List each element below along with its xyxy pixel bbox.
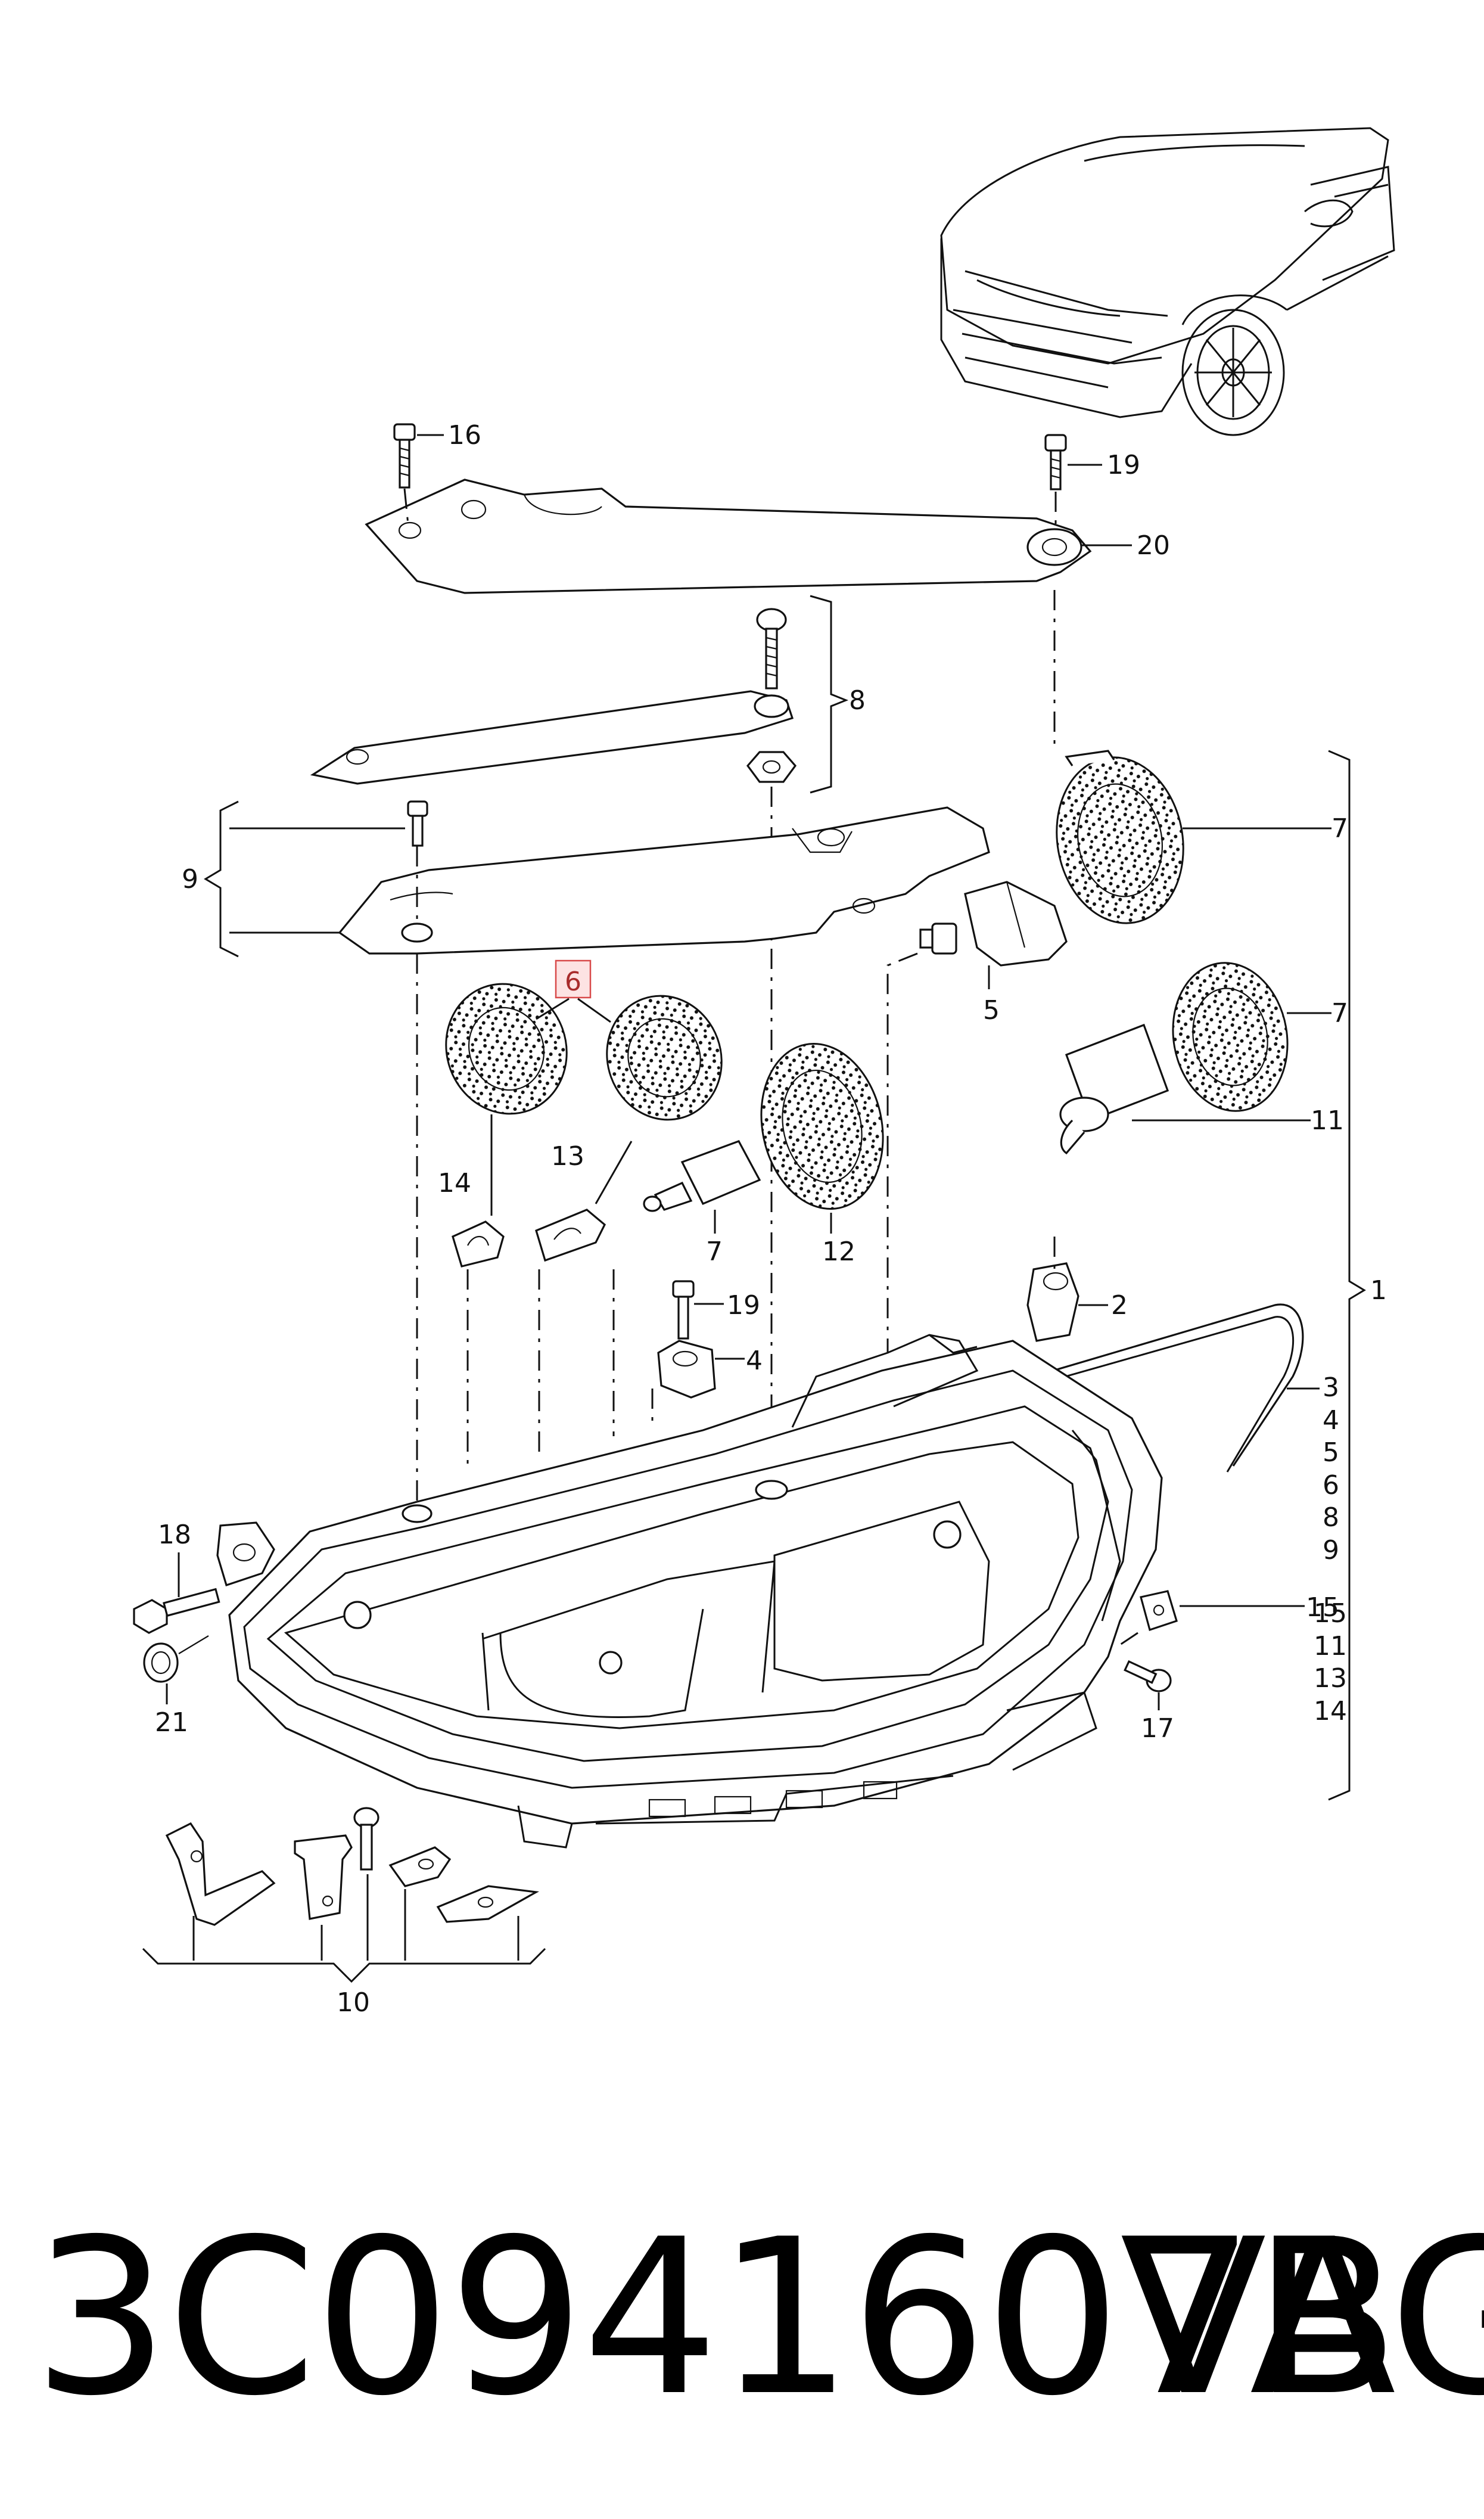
callout-8: 8 [849, 685, 866, 716]
headlamp-housing-1 [228, 1334, 1163, 1849]
callout-21: 21 [155, 1707, 188, 1738]
list-item: 8 [1323, 1502, 1339, 1533]
cap-7-upper [1056, 750, 1184, 924]
callout-15: 15 [1306, 1592, 1339, 1623]
callout-13: 7 [706, 1237, 723, 1267]
clip-15-icon [1140, 1590, 1178, 1632]
bulb-14-icon [535, 1209, 606, 1262]
bulb-11-icon [452, 1220, 505, 1268]
callout-20: 20 [1137, 530, 1170, 561]
screw-17-icon [1124, 1660, 1172, 1692]
callout-12: 11 [1311, 1105, 1344, 1136]
callout-19-lower: 19 [727, 1290, 760, 1321]
list-item: 15 [1314, 1598, 1347, 1629]
list-item: 4 [1323, 1405, 1339, 1436]
bracket-number-list: 3 4 5 6 8 9 15 11 13 14 [1314, 1372, 1347, 1726]
callout-6-highlight[interactable] [555, 959, 592, 999]
callout-9: 9 [182, 864, 198, 894]
callout-10: 10 [337, 1987, 370, 2018]
cap-6-right [606, 995, 723, 1121]
list-item: 5 [1323, 1437, 1339, 1468]
cap-6-left [445, 983, 568, 1115]
list-item: 14 [1314, 1696, 1347, 1726]
bolt-18-icon [133, 1588, 220, 1634]
screw-19-icon [1044, 434, 1067, 490]
callout-14: 13 [551, 1141, 584, 1172]
callout-11: 14 [438, 1168, 471, 1198]
adjuster-clip-4 [657, 1340, 716, 1399]
callout-17: 17 [1141, 1713, 1174, 1744]
list-item: 13 [1314, 1663, 1347, 1694]
bulb-13-icon [643, 1140, 761, 1212]
screw-19-lower-icon [672, 1280, 695, 1340]
callout-7-center: 12 [822, 1237, 855, 1267]
repair-kit-10 [142, 1807, 546, 1983]
screw-9-icon [407, 800, 428, 847]
screw-16-icon [393, 423, 416, 489]
bulb-holder-5 [919, 881, 1068, 967]
list-item: 11 [1314, 1631, 1347, 1661]
list-item: 9 [1323, 1535, 1339, 1566]
callout-18: 18 [158, 1520, 191, 1550]
list-item: 6 [1323, 1470, 1339, 1501]
callout-5: 5 [983, 995, 1000, 1026]
mount-ear [216, 1521, 275, 1587]
cap-7-center [760, 1042, 884, 1210]
trim-strip-8 [310, 690, 794, 785]
nut-21-icon [143, 1635, 209, 1683]
exploded-parts-diagram: 16 19 20 8 9 [133, 127, 1395, 2018]
upper-mounting-bracket [365, 479, 1092, 594]
callout-16: 16 [448, 420, 481, 451]
callout-7-upper: 7 [1331, 813, 1348, 844]
screw-8-icon [756, 608, 787, 689]
callout-4: 4 [746, 1346, 763, 1376]
adjuster-2 [1026, 1262, 1079, 1342]
callout-1: 1 [1370, 1275, 1387, 1306]
brand-label: VAG [1120, 2193, 1484, 2443]
cap-7-middle [1172, 962, 1289, 1112]
clip-nut-icon [746, 751, 797, 783]
cover-plate-9 [338, 806, 990, 955]
callout-7-middle: 7 [1331, 998, 1348, 1029]
list-item: 3 [1323, 1372, 1339, 1403]
vehicle-location-icon [940, 127, 1395, 436]
callout-19-upper: 19 [1107, 450, 1140, 480]
seal-strip-3 [1012, 1303, 1304, 1467]
bulb-12-icon [1059, 1023, 1169, 1155]
callout-6: 6 [565, 967, 581, 997]
part-number: 3C0941607B [33, 2193, 1400, 2443]
callout-2: 2 [1111, 1290, 1128, 1321]
